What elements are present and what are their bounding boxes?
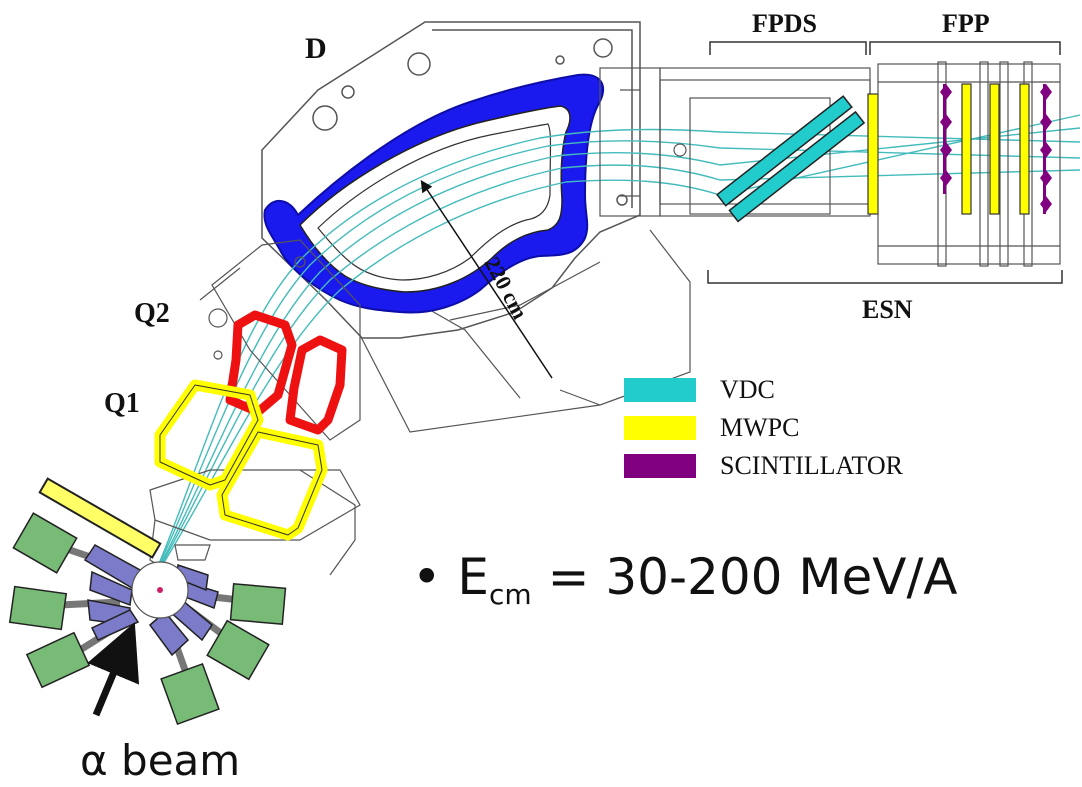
detector-array xyxy=(8,512,287,726)
beam-traces xyxy=(149,114,1081,586)
fpds-mwpc xyxy=(867,93,879,215)
fpp-mwpcs xyxy=(961,83,1030,215)
legend-swatch-vdc xyxy=(624,378,696,402)
fpp-bracket xyxy=(869,41,1061,55)
beam-label: α beam xyxy=(80,736,241,785)
energy-bullet: • Ecm = 30-200 MeV/A xyxy=(412,548,958,611)
esn-bracket xyxy=(707,270,1063,284)
energy-subscript: cm xyxy=(489,578,532,611)
legend-swatch-mwpc xyxy=(624,416,696,440)
dipole-pole xyxy=(317,123,552,281)
bullet-symbol: • xyxy=(412,548,442,606)
radius-arrow xyxy=(420,179,553,379)
label-fpds: FPDS xyxy=(752,9,817,38)
label-radius: 220 cm xyxy=(480,253,533,324)
beam-arrow xyxy=(87,622,140,717)
legend-label-mwpc: MWPC xyxy=(720,413,799,442)
dipole-gap xyxy=(299,105,571,293)
fpp-frame xyxy=(877,61,1061,267)
legend: VDC MWPC SCINTILLATOR xyxy=(624,375,904,480)
label-esn: ESN xyxy=(862,295,913,324)
target-yellow-bar xyxy=(38,477,162,559)
q2-quadrupole xyxy=(225,310,347,435)
q1-outline xyxy=(159,384,323,536)
label-fpp: FPP xyxy=(942,9,990,38)
label-q2: Q2 xyxy=(134,298,170,329)
legend-swatch-scintillator xyxy=(624,454,696,478)
label-dipole: D xyxy=(305,32,327,65)
energy-symbol: E xyxy=(457,548,489,606)
energy-range: = 30-200 MeV/A xyxy=(547,548,958,606)
label-q1: Q1 xyxy=(104,388,140,419)
legend-label-vdc: VDC xyxy=(720,375,775,404)
legend-label-scintillator: SCINTILLATOR xyxy=(720,451,904,480)
vdc-planes xyxy=(716,95,866,223)
fpds-bracket xyxy=(709,41,867,55)
dipole-housing xyxy=(261,21,641,339)
fpp-scintillators xyxy=(940,84,1052,214)
